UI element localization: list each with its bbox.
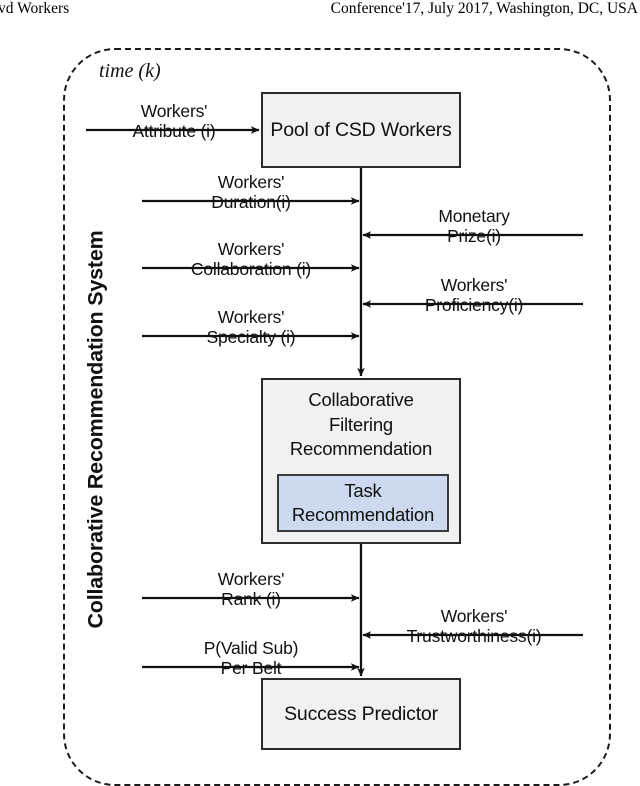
box-cf-title: Collaborative Filtering Recommendation [263,388,459,462]
flow-label-workers-rank: Workers' Rank (i) [217,569,285,609]
box-task-line2: Recommendation [291,504,435,525]
box-task-recommendation[interactable]: Task Recommendation [277,474,449,532]
box-task-text: Task Recommendation [292,479,434,527]
box-pool-of-csd-workers[interactable]: Pool of CSD Workers [261,92,461,168]
box-collaborative-filtering-recommendation[interactable]: Collaborative Filtering Recommendation T… [261,378,461,544]
box-success-label: Success Predictor [284,702,438,725]
flow-label-workers-proficiency: Workers' Proficiency(i) [424,275,524,315]
system-architecture-figure: Collaborative Recommendation System time… [0,30,640,786]
flow-label-workers-specialty: Workers' Specialty (i) [206,307,296,347]
flow-label-workers-collaboration: Workers' Collaboration (i) [190,239,312,279]
flow-label-monetary-prize: Monetary Prize(i) [438,206,510,246]
running-head-right: Conference'17, July 2017, Washington, DC… [330,0,638,17]
box-task-line1: Task [344,479,382,501]
time-label: time (k) [99,60,161,82]
box-cf-line1: Collaborative [308,389,414,410]
flow-label-workers-trustworthiness: Workers' Trustworthiness(i) [406,606,542,646]
running-head-left: vd Workers [0,0,70,17]
box-success-predictor[interactable]: Success Predictor [261,678,461,750]
flow-label-workers-attribute: Workers' Attribute (i) [132,101,216,141]
box-cf-line2: Filtering [329,413,393,435]
flow-label-workers-duration: Workers' Duration(i) [211,172,291,212]
flow-label-pvalidsub-perbelt: P(Valid Sub) Per Belt [203,638,299,678]
connector-layer [86,126,583,677]
page-running-head: vd Workers Conference'17, July 2017, Was… [0,0,640,22]
box-cf-line3: Recommendation [289,438,433,460]
box-pool-label: Pool of CSD Workers [270,118,452,141]
